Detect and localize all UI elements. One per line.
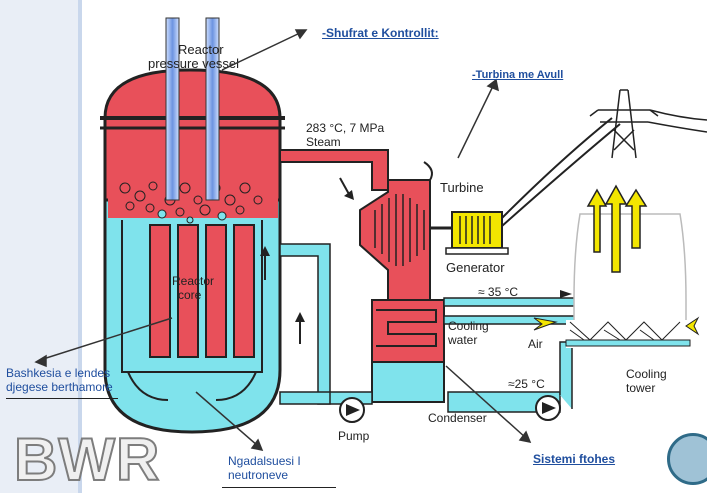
control-rods <box>165 17 220 201</box>
cooling-water-line2: water <box>447 333 477 347</box>
pump-label: Pump <box>338 429 370 443</box>
annotation-fuel-assembly: Bashkesia e lendes djegese berthamore <box>6 366 113 394</box>
cooling-water-loop <box>443 290 581 421</box>
turbine-assembly <box>359 179 452 403</box>
slide-side-panel <box>0 0 78 493</box>
vessel-label-line1: Reactor <box>178 42 224 57</box>
generator <box>445 117 621 255</box>
cooling-tower-line2: tower <box>626 381 655 395</box>
power-pylon <box>589 89 707 159</box>
reactor-pressure-vessel <box>100 68 285 434</box>
cooling-water-line1: Cooling <box>448 319 489 333</box>
cooling-tower-line1: Cooling <box>626 367 667 381</box>
feedwater-loop <box>279 243 373 423</box>
slide-side-border <box>78 0 82 493</box>
slide-corner-decoration <box>667 433 707 485</box>
turbine-label: Turbine <box>440 180 484 195</box>
condenser-label: Condenser <box>428 411 487 425</box>
core-label-line2: core <box>178 288 202 302</box>
annotation-moderator: Ngadalsuesi I neutroneve <box>228 454 301 482</box>
steam-line <box>279 149 389 200</box>
cooling-tower <box>533 184 700 348</box>
steam-label-line1: 283 °C, 7 MPa <box>306 121 384 135</box>
temp-cold-label: ≈25 °C <box>508 377 545 391</box>
moderator-annotation-underline <box>222 487 336 488</box>
core-label-line1: Reactor <box>172 274 214 288</box>
annotation-steam-turbine: -Turbina me Avull <box>472 69 564 81</box>
annotation-arrows <box>34 29 532 452</box>
temp-hot-label: ≈ 35 °C <box>478 285 518 299</box>
steam-label-line2: Steam <box>306 135 341 149</box>
annotation-cooling-system: Sistemi ftohes <box>533 452 616 466</box>
generator-label: Generator <box>446 260 505 275</box>
air-label: Air <box>528 337 543 351</box>
annotation-control-rods: -Shufrat e Kontrollit: <box>322 26 439 40</box>
vessel-label-line2: pressure vessel <box>148 56 239 71</box>
fuel-annotation-underline <box>6 398 118 399</box>
bwr-watermark: BWR <box>13 426 161 493</box>
